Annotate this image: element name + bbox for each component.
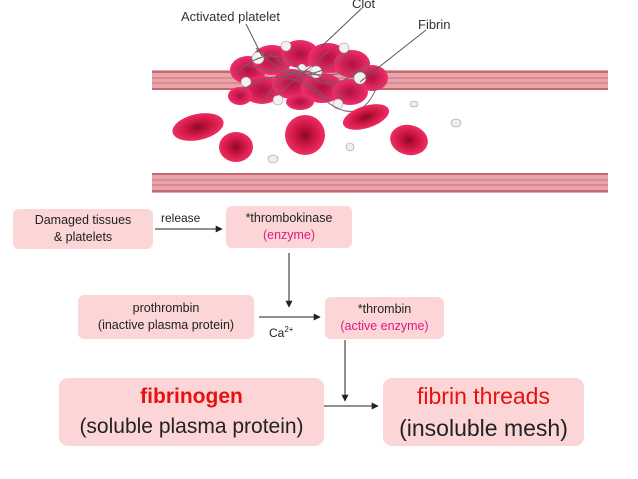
red-blood-cell — [342, 104, 390, 130]
calcium-label: Ca2+ — [269, 325, 293, 340]
damaged-line2: & platelets — [53, 230, 113, 244]
calcium-sup: 2+ — [284, 325, 294, 334]
fibrin-threads-note: (insoluble mesh) — [399, 415, 568, 441]
thrombokinase-note: (enzyme) — [262, 228, 316, 242]
red-blood-cells — [172, 104, 428, 162]
damaged-line1: Damaged tissues — [34, 213, 132, 227]
prothrombin-box: prothrombin (inactive plasma protein) — [78, 295, 254, 339]
thrombin-name: *thrombin — [357, 302, 412, 316]
fibrin-threads-box: fibrin threads (insoluble mesh) — [383, 378, 584, 446]
red-blood-cell — [172, 113, 224, 141]
thrombokinase-box: *thrombokinase (enzyme) — [226, 206, 352, 248]
red-blood-cell — [219, 132, 253, 162]
vessel-wall-lower — [152, 173, 608, 193]
release-label: release — [161, 211, 201, 225]
calcium-base: Ca — [269, 326, 285, 340]
fibrin-threads-name: fibrin threads — [417, 383, 550, 409]
thrombin-note: (active enzyme) — [340, 319, 429, 333]
label-activated-platelet: Activated platelet — [181, 9, 281, 24]
fibrinogen-box: fibrinogen (soluble plasma protein) — [59, 378, 324, 446]
clot-mass — [228, 40, 388, 112]
red-blood-cell — [390, 124, 428, 156]
fibrinogen-note: (soluble plasma protein) — [79, 415, 304, 438]
prothrombin-name: prothrombin — [132, 301, 200, 315]
thrombin-box: *thrombin (active enzyme) — [325, 297, 444, 339]
damaged-tissues-box: Damaged tissues & platelets — [13, 209, 153, 249]
label-fibrin: Fibrin — [418, 17, 451, 32]
label-pointers — [245, 7, 427, 83]
fibrinogen-name: fibrinogen — [140, 385, 243, 408]
red-blood-cell — [285, 115, 325, 155]
label-clot: Clot — [352, 0, 376, 11]
thrombokinase-name: *thrombokinase — [245, 211, 333, 225]
prothrombin-note: (inactive plasma protein) — [97, 318, 235, 332]
loose-platelets — [267, 100, 462, 164]
blood-vessel-illustration — [152, 7, 608, 193]
